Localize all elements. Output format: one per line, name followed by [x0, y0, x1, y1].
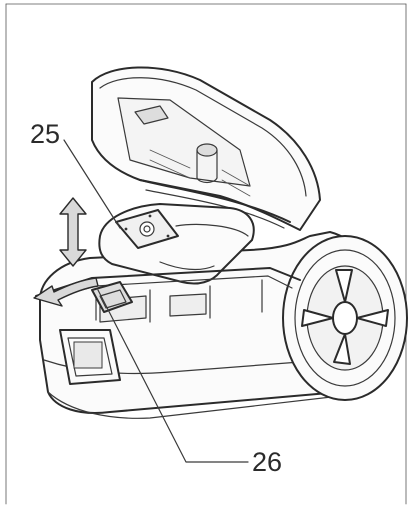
leader-line-25 — [63, 139, 121, 229]
direction-arrows — [33, 197, 99, 307]
dust-bag — [98, 203, 255, 285]
leader-line-26 — [97, 289, 249, 463]
callout-label-25: 25 — [30, 119, 60, 149]
callout-label-26: 26 — [252, 447, 282, 477]
double-arrow-icon — [59, 197, 87, 267]
callout-leaders — [63, 139, 249, 463]
rear-wheel — [282, 235, 408, 401]
curved-arrow-icon — [33, 277, 99, 307]
open-lid — [91, 66, 321, 231]
